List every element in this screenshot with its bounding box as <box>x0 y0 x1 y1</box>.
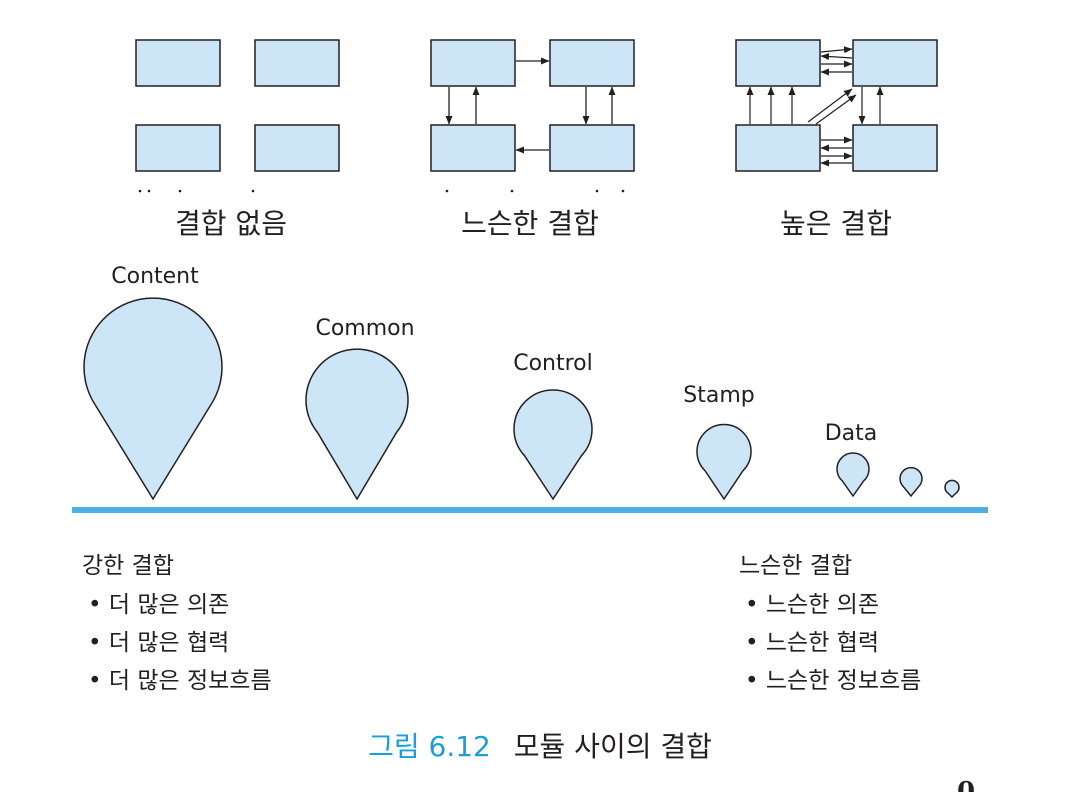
module-box <box>254 124 340 172</box>
module-box <box>430 39 516 87</box>
strong-coupling-item: • 더 많은 협력 <box>88 630 229 656</box>
small-drop <box>899 466 923 498</box>
high-coupling-group <box>735 39 938 172</box>
arrow <box>820 46 853 54</box>
tiny-drop <box>944 479 960 499</box>
coupling-drops <box>83 297 960 501</box>
loose-coupling-group <box>430 39 635 172</box>
loose-coupling-item: • 느슨한 의존 <box>745 592 879 618</box>
module-box <box>254 39 340 87</box>
module-box <box>135 124 221 172</box>
page-mark: 0 <box>957 777 975 792</box>
arrow <box>820 53 853 61</box>
module-box <box>549 124 635 172</box>
module-box <box>852 39 938 87</box>
caption-text: 모듈 사이의 결합 <box>514 730 712 763</box>
no-coupling-label: 결합 없음 <box>175 207 287 240</box>
loose-coupling-label: 느슨한 결합 <box>461 207 599 240</box>
arrow <box>815 94 857 125</box>
stamp-drop <box>696 423 752 501</box>
module-box <box>549 39 635 87</box>
scan-dots <box>138 189 625 193</box>
strong-coupling-item: • 더 많은 의존 <box>88 592 229 618</box>
data-drop <box>836 452 870 498</box>
control-label: Control <box>513 351 593 376</box>
module-box <box>735 39 821 87</box>
module-box <box>135 39 221 87</box>
data-label: Data <box>825 421 878 446</box>
module-box <box>430 124 516 172</box>
figure-caption: 그림 6.12 모듈 사이의 결합 <box>368 730 712 763</box>
loose-coupling-item: • 느슨한 정보흐름 <box>745 668 921 694</box>
common-label: Common <box>315 316 414 341</box>
common-drop <box>305 348 409 501</box>
content-label: Content <box>111 264 199 289</box>
strong-coupling-item: • 더 많은 정보흐름 <box>88 668 272 694</box>
control-drop <box>513 389 593 501</box>
module-box <box>852 124 938 172</box>
content-drop <box>83 297 223 501</box>
no-coupling-group <box>135 39 340 172</box>
figure-number: 그림 6.12 <box>368 730 491 763</box>
loose-coupling-title: 느슨한 결합 <box>739 553 852 579</box>
loose-coupling-item: • 느슨한 협력 <box>745 630 879 656</box>
high-coupling-label: 높은 결합 <box>780 207 892 240</box>
module-box <box>735 124 821 172</box>
strong-coupling-title: 강한 결합 <box>82 553 174 579</box>
stamp-label: Stamp <box>683 383 754 408</box>
arrow <box>807 88 853 123</box>
